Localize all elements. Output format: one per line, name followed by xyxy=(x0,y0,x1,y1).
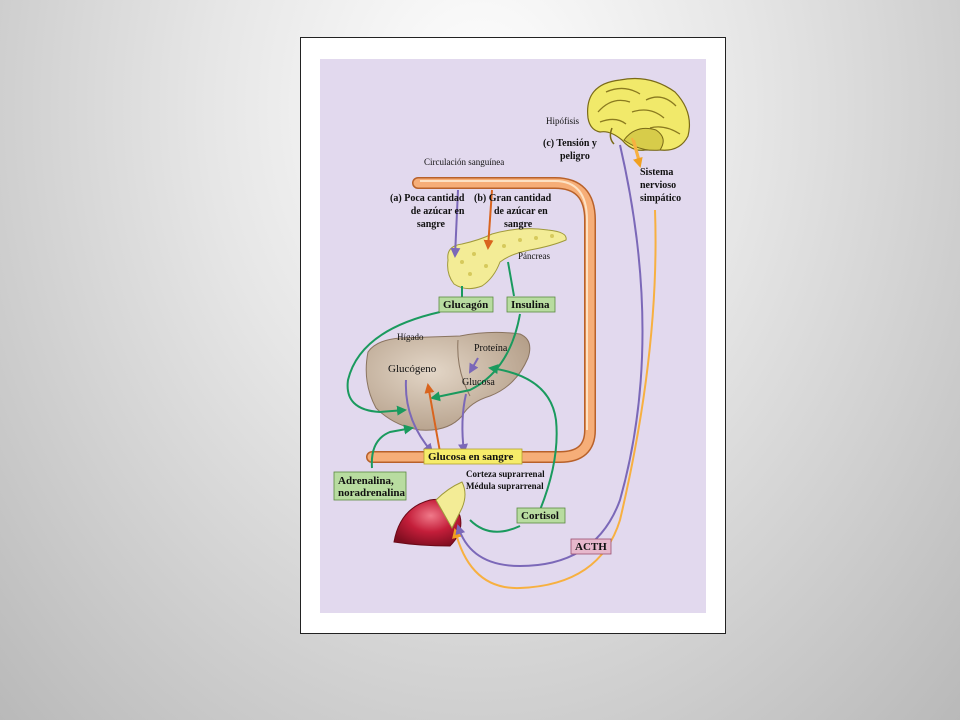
svg-text:Glucagón: Glucagón xyxy=(443,299,488,311)
svg-text:Insulina: Insulina xyxy=(511,299,550,311)
svg-text:Glucosa en sangre: Glucosa en sangre xyxy=(428,451,513,463)
cortisol-arrow xyxy=(469,368,558,533)
glucose-to-glycogen-arrow xyxy=(424,383,441,453)
blood-vessel xyxy=(366,177,596,463)
low-sugar-label: (a) Poca cantidad de azúcar en sangre xyxy=(390,193,467,230)
cortisol-box: Cortisol xyxy=(516,507,566,524)
pancreas-label: Páncreas xyxy=(518,251,550,261)
glucose-to-blood-arrow xyxy=(458,393,468,454)
circulation-label: Circulación sanguínea xyxy=(424,157,504,167)
pancreas-icon xyxy=(447,228,567,290)
stress-label: (c) Tensión y peligro xyxy=(543,138,599,162)
insulin-box: Insulina xyxy=(506,296,556,313)
protein-to-glucose-arrow xyxy=(469,357,479,374)
svg-text:Adrenalina,: Adrenalina, xyxy=(338,475,394,487)
high-sugar-label: (b) Gran cantidad de azúcar en sangre xyxy=(474,193,554,230)
adrenal-labels: Corteza suprarrenal Médula suprarrenal xyxy=(466,469,547,491)
liver-label: Hígado xyxy=(397,332,424,342)
adrenaline-arrow xyxy=(370,424,414,469)
brain-icon xyxy=(587,77,691,151)
svg-text:noradrenalina: noradrenalina xyxy=(338,487,406,499)
adrenaline-box: Adrenalina, noradrenalina xyxy=(333,471,407,501)
glucose-label: Glucosa xyxy=(462,377,495,388)
acth-pathway xyxy=(455,144,644,568)
protein-label: Proteína xyxy=(474,343,508,354)
glycogen-label: Glucógeno xyxy=(388,363,437,375)
svg-text:Cortisol: Cortisol xyxy=(521,510,559,522)
low-sugar-arrow xyxy=(450,189,461,258)
insulin-arrow xyxy=(432,261,521,398)
svg-text:ACTH: ACTH xyxy=(575,541,607,553)
blood-glucose-box: Glucosa en sangre xyxy=(423,448,523,465)
pituitary-label: Hipófisis xyxy=(546,116,580,126)
sympathetic-label: Sistema nervioso simpático xyxy=(640,167,681,204)
acth-box: ACTH xyxy=(570,538,612,555)
adrenal-gland-icon xyxy=(393,481,466,547)
high-sugar-arrow xyxy=(483,189,494,250)
glucagon-box: Glucagón xyxy=(438,296,494,313)
glycogen-to-glucose-arrow xyxy=(404,379,434,454)
